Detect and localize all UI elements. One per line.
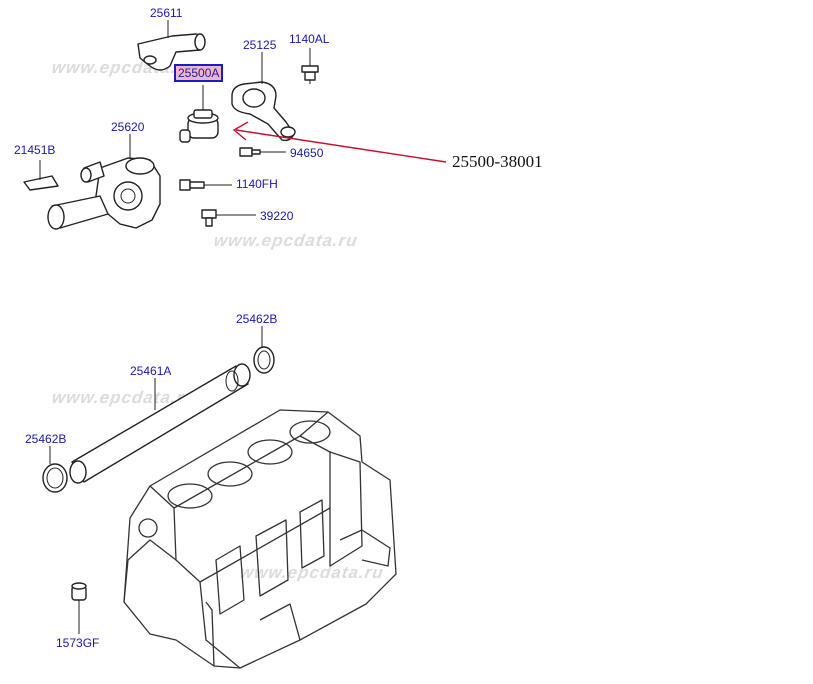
part-39220-sensor	[201, 209, 256, 227]
part-1140fh-bolt	[179, 179, 232, 191]
part-25461a-pipe	[69, 363, 251, 484]
part-94650-sensor	[239, 147, 286, 157]
part-1573gf-plug	[71, 582, 87, 634]
label-1573gf[interactable]: 1573GF	[56, 636, 100, 650]
engine-block	[123, 409, 397, 669]
label-21451b[interactable]: 21451B	[14, 143, 56, 157]
part-21451b-bracket	[23, 160, 59, 191]
label-25461a[interactable]: 25461A	[130, 364, 172, 378]
label-39220[interactable]: 39220	[260, 209, 294, 223]
callout-part-number: 25500-38001	[452, 152, 543, 171]
label-25500a-highlighted[interactable]: 25500A	[174, 64, 224, 82]
part-25611-fitting	[137, 20, 206, 71]
part-1140al-bolt	[301, 48, 319, 84]
label-25611[interactable]: 25611	[150, 6, 183, 20]
label-25620[interactable]: 25620	[111, 120, 145, 134]
part-25620-inlet-housing	[47, 134, 161, 230]
part-25500a-thermostat	[179, 85, 219, 143]
part-25125-housing	[231, 52, 296, 142]
part-25462b-top-oring	[253, 326, 275, 374]
label-1140fh[interactable]: 1140FH	[236, 177, 278, 191]
label-94650[interactable]: 94650	[290, 146, 324, 160]
label-25462b-left[interactable]: 25462B	[25, 432, 67, 446]
label-25462b-top[interactable]: 25462B	[236, 312, 278, 326]
part-25462b-left-oring	[42, 446, 68, 493]
label-25125[interactable]: 25125	[243, 38, 277, 52]
label-1140al[interactable]: 1140AL	[289, 32, 330, 46]
callout-arrow	[232, 121, 447, 163]
